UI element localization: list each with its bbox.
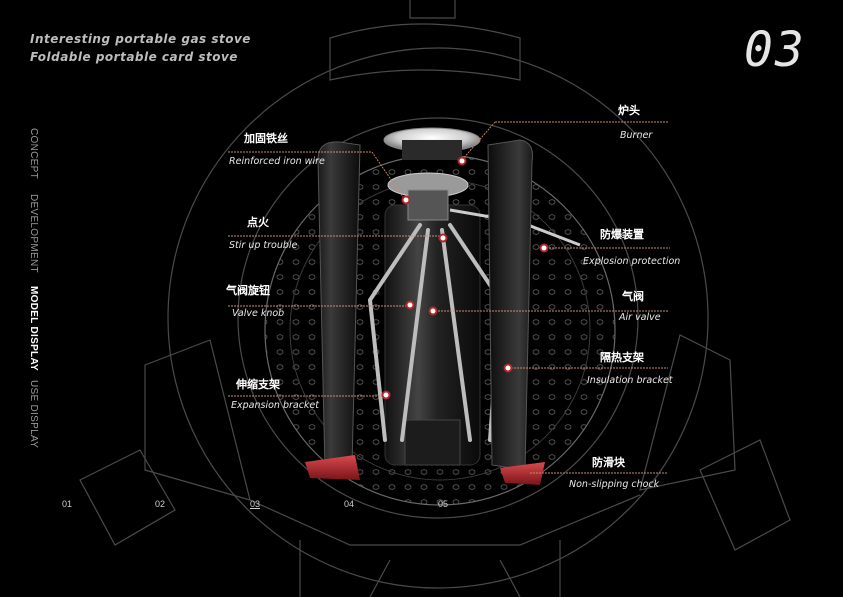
right-panel — [487, 139, 533, 471]
label-air-valve-en: Air valve — [619, 312, 661, 323]
label-valve-knob-en: Valve knob — [232, 308, 285, 319]
label-explosion-protection-en: Explosion protection — [583, 256, 681, 267]
label-reinforced-wire-en: Reinforced iron wire — [229, 156, 325, 167]
label-valve-knob-cn: 气阀旋钮 — [226, 284, 270, 297]
pager-item-04[interactable]: 04 — [344, 499, 355, 509]
label-reinforced-wire-cn: 加固铁丝 — [244, 132, 288, 145]
pager-item-05[interactable]: 05 — [438, 499, 449, 509]
pager-item-01[interactable]: 01 — [62, 499, 73, 509]
label-expansion-bracket-en: Expansion bracket — [231, 400, 319, 411]
page-number: 03 — [744, 22, 806, 78]
label-insulation-bracket-en: Insulation bracket — [587, 375, 673, 386]
subtitle-line-2: Foldable portable card stove — [30, 50, 238, 64]
label-expansion-bracket-cn: 伸缩支架 — [236, 378, 280, 391]
label-non-slip-cn: 防滑块 — [592, 456, 625, 469]
left-non-slip-foot — [305, 455, 360, 480]
nav-item-model-display[interactable]: MODEL DISPLAY — [28, 286, 39, 372]
label-air-valve-cn: 气阀 — [622, 290, 644, 303]
label-burner-cn: 炉头 — [618, 104, 640, 117]
label-igniter-cn: 点火 — [247, 216, 269, 229]
leader-lines — [228, 121, 670, 474]
label-burner-en: Burner — [620, 130, 653, 141]
label-non-slip-en: Non-slipping chock — [569, 479, 660, 490]
pager-item-02[interactable]: 02 — [155, 499, 166, 509]
nav-item-use-display[interactable]: USE DISPLAY — [28, 380, 39, 449]
right-non-slip-foot — [500, 462, 545, 485]
nav-item-concept[interactable]: CONCEPT — [28, 128, 39, 179]
label-insulation-bracket-cn: 隔热支架 — [600, 351, 644, 364]
side-nav: CONCEPT DEVELOPMENT MODEL DISPLAY USE DI… — [28, 128, 42, 458]
pager-item-03[interactable]: 03 — [250, 499, 261, 509]
background-outline — [79, 0, 791, 597]
subtitle-line-1: Interesting portable gas stove — [30, 32, 251, 46]
label-explosion-protection-cn: 防爆装置 — [600, 228, 644, 241]
callout-markers — [381, 156, 549, 400]
nav-item-development[interactable]: DEVELOPMENT — [28, 194, 39, 273]
label-igniter-en: Stir up trouble — [229, 240, 298, 251]
